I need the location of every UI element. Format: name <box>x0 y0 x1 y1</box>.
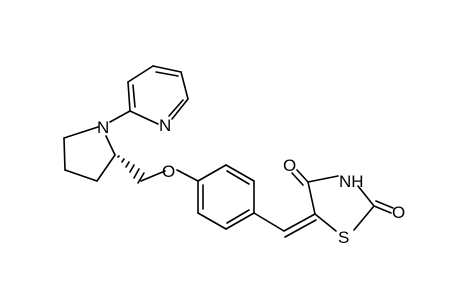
bond <box>225 212 255 230</box>
bond <box>121 158 125 163</box>
bond <box>63 126 99 139</box>
bond <box>140 170 166 182</box>
bond <box>96 154 116 182</box>
bond <box>225 164 255 182</box>
bond <box>137 172 145 184</box>
bond <box>283 213 316 232</box>
bond <box>127 65 154 83</box>
bond <box>63 137 66 171</box>
bond <box>373 205 392 214</box>
bond <box>109 110 131 123</box>
bond <box>127 81 131 112</box>
carbonyl-oxygen-top-label: O <box>283 156 296 175</box>
bond <box>291 172 304 186</box>
bond <box>125 161 130 168</box>
carbonyl-oxygen-right-label: O <box>392 203 405 222</box>
bond <box>129 164 135 173</box>
bond <box>314 213 337 232</box>
bond <box>176 169 199 182</box>
bond <box>133 168 140 179</box>
hashed-wedge-bond <box>117 155 145 184</box>
bond <box>353 205 375 231</box>
pyrrolidine-nitrogen-label: N <box>97 118 109 137</box>
bond <box>357 185 375 207</box>
bond <box>64 169 98 182</box>
pyridine-ring <box>127 65 189 125</box>
thiazolidinedione-ring <box>307 175 375 232</box>
bond <box>375 200 394 209</box>
pyridine-nitrogen-label: N <box>159 116 171 135</box>
ether-oxygen-label: O <box>162 162 175 181</box>
bond <box>197 212 227 230</box>
bond <box>253 212 285 232</box>
bond <box>226 209 250 224</box>
bond <box>129 110 159 125</box>
bond <box>117 155 120 158</box>
imide-nh-label: NH <box>339 172 364 191</box>
bond <box>307 181 316 215</box>
bond <box>284 219 317 238</box>
bond <box>155 71 179 77</box>
bond <box>307 175 339 183</box>
bond <box>168 99 184 117</box>
bond <box>105 135 116 156</box>
thiazolidine-sulfur-label: S <box>338 228 349 247</box>
bond <box>152 65 182 73</box>
bond <box>132 84 136 108</box>
bond <box>226 170 250 185</box>
pyrrolidine-ring <box>63 126 116 182</box>
bond <box>296 169 309 183</box>
bond <box>180 71 189 100</box>
bond <box>171 98 189 120</box>
bond <box>197 164 227 182</box>
benzene-ring <box>197 164 255 230</box>
